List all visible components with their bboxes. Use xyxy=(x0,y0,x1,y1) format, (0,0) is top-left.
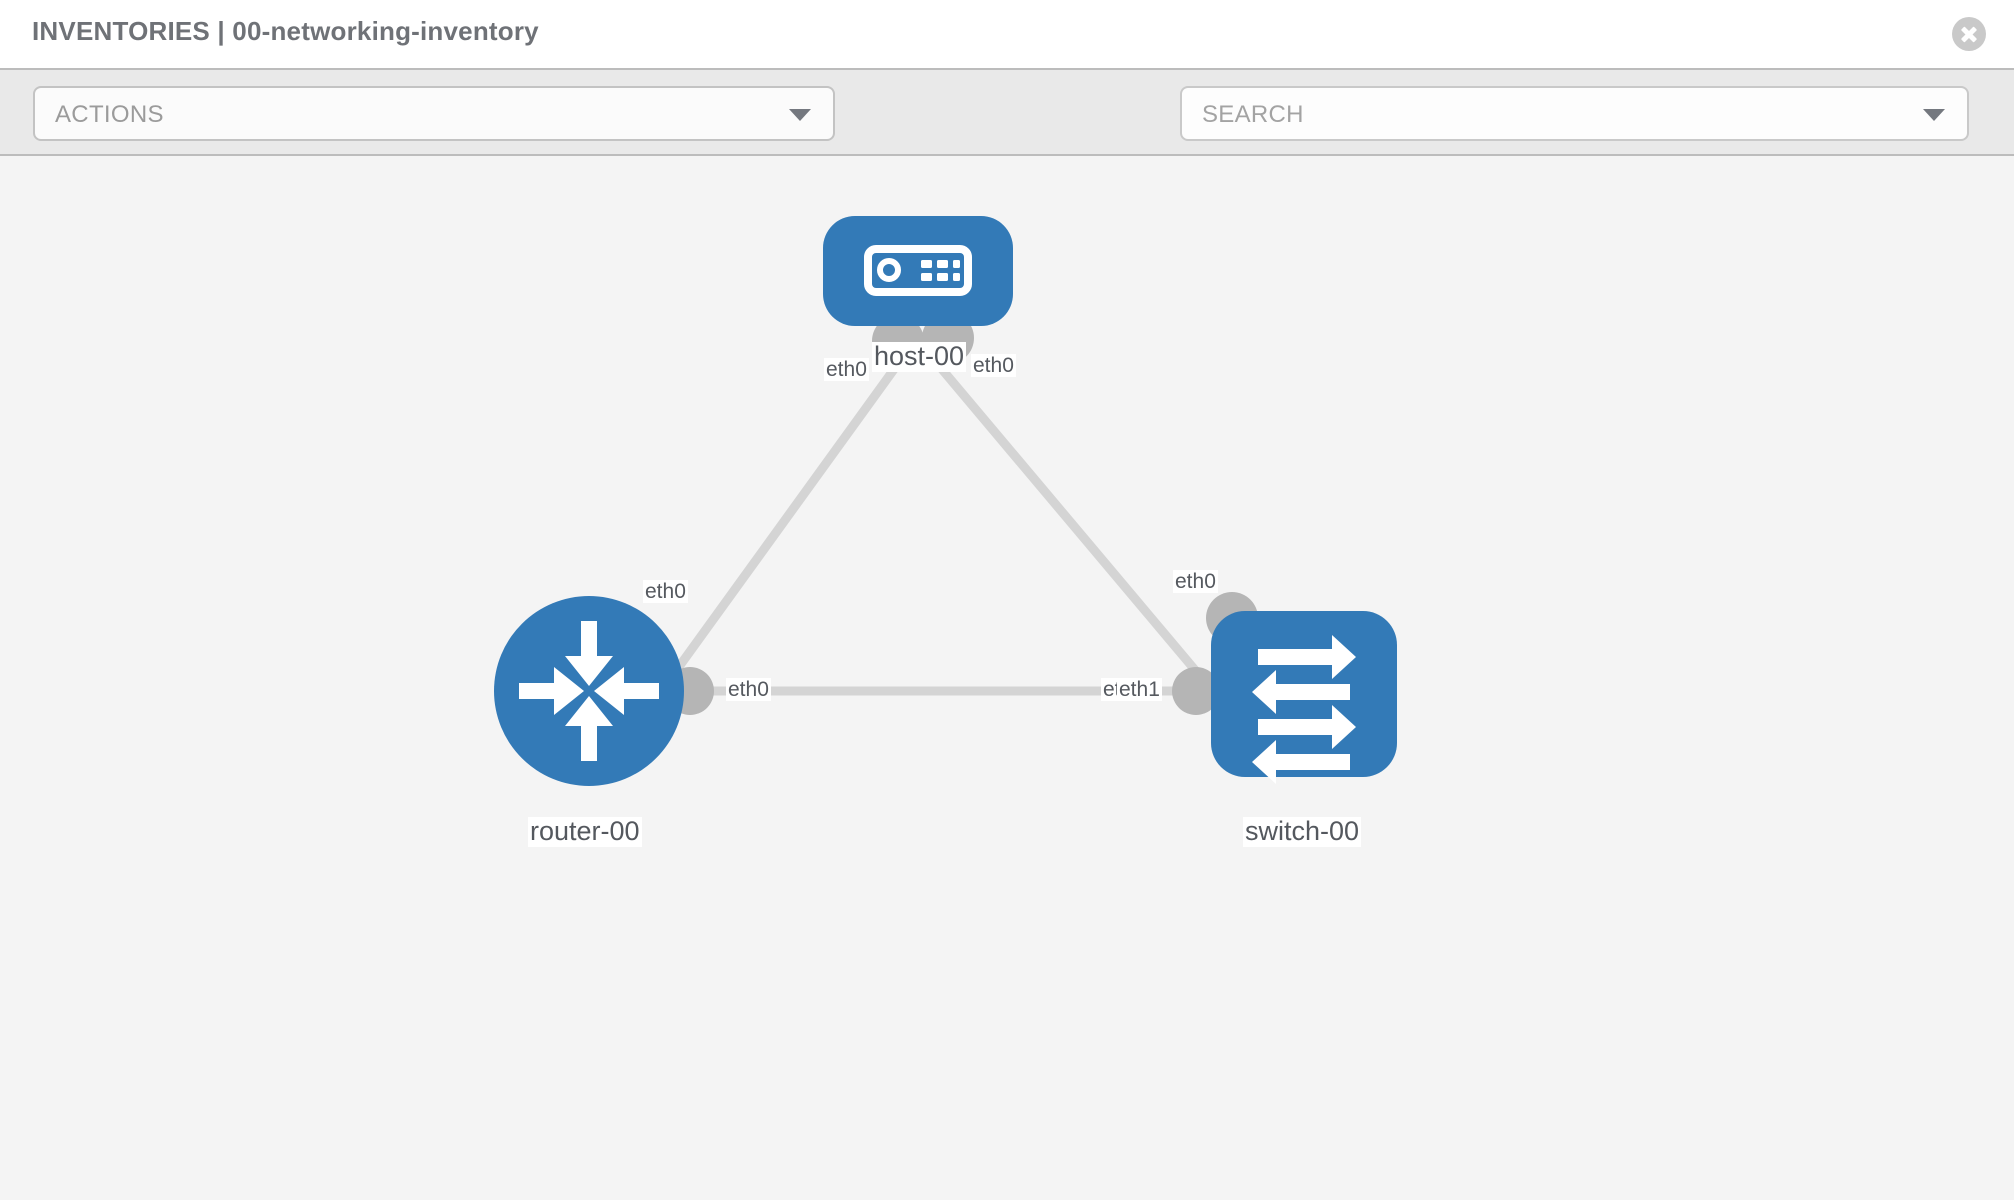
topology-graph xyxy=(494,216,1397,786)
toolbar: ACTIONS SEARCH xyxy=(0,68,2014,203)
node-label-switch-00[interactable]: switch-00 xyxy=(1243,816,1362,847)
port-label-switch-left[interactable]: eth1 xyxy=(1117,678,1162,702)
port-switch-left xyxy=(1172,667,1220,715)
node-label-router-00[interactable]: router-00 xyxy=(528,816,642,847)
port-label-router-right[interactable]: eth0 xyxy=(726,678,771,702)
page-title: INVENTORIES | 00-networking-inventory xyxy=(32,16,539,46)
actions-dropdown[interactable]: ACTIONS xyxy=(33,86,835,141)
actions-dropdown-label: ACTIONS xyxy=(55,101,164,128)
topology-ports xyxy=(666,312,1258,715)
search-placeholder: SEARCH xyxy=(1202,101,1304,128)
node-switch-00 xyxy=(1211,611,1397,784)
port-label-router-uplink[interactable]: eth0 xyxy=(643,580,688,604)
chevron-down-icon xyxy=(789,108,811,121)
chevron-down-icon xyxy=(1923,108,1945,121)
topology-canvas[interactable]: host-00 router-00 switch-00 eth0 eth0 et… xyxy=(0,156,2014,1200)
port-label-host-left[interactable]: eth0 xyxy=(824,358,869,382)
node-router-00 xyxy=(494,596,684,786)
close-button[interactable] xyxy=(1952,17,1986,51)
node-label-host-00[interactable]: host-00 xyxy=(872,341,967,372)
search-input[interactable]: SEARCH xyxy=(1180,86,1969,141)
port-label-switch-uplink[interactable]: eth0 xyxy=(1173,570,1218,594)
topology-links xyxy=(595,356,1295,781)
node-host-00 xyxy=(823,216,1013,326)
port-label-host-right[interactable]: eth0 xyxy=(971,354,1016,378)
page-header: INVENTORIES | 00-networking-inventory xyxy=(0,0,2014,68)
